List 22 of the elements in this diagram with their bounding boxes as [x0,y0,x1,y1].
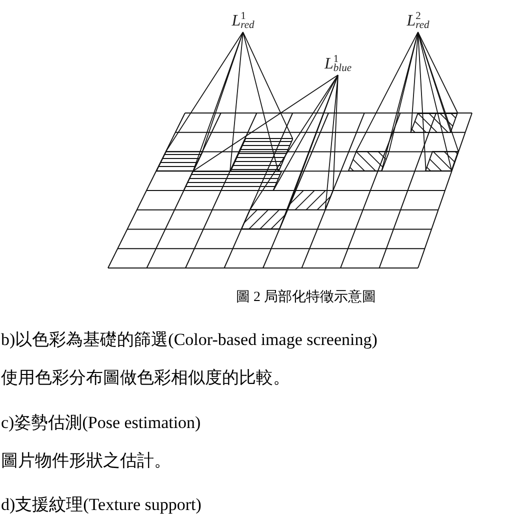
hatched-region [287,190,334,210]
leader-line [165,32,244,172]
leader-line [249,74,338,230]
hatched-region [410,112,458,133]
body-text: 圖片物件形狀之估計。 [1,452,171,470]
leader-line [287,74,338,210]
section-heading: b)以色彩為基礎的篩選(Color-based image screening) [1,331,378,349]
hatched-region [183,170,282,191]
hatched-region [156,151,203,172]
leader-line [230,32,293,172]
section-heading: d)支援紋理(Texture support) [1,496,202,514]
leader-line [192,74,338,191]
hatched-region [230,138,293,172]
figure-caption: 圖 2 局部化特徵示意圖 [236,290,376,306]
leader-line [410,32,458,133]
hatched-region [348,151,390,172]
body-text: 使用色彩分布圖做色彩相似度的比較。 [1,369,290,387]
leader-line [418,32,459,172]
section-heading: c)姿勢估測(Pose estimation) [1,414,201,432]
hatched-region [425,151,459,172]
hatched-region [240,209,288,230]
leader-line [356,32,418,172]
